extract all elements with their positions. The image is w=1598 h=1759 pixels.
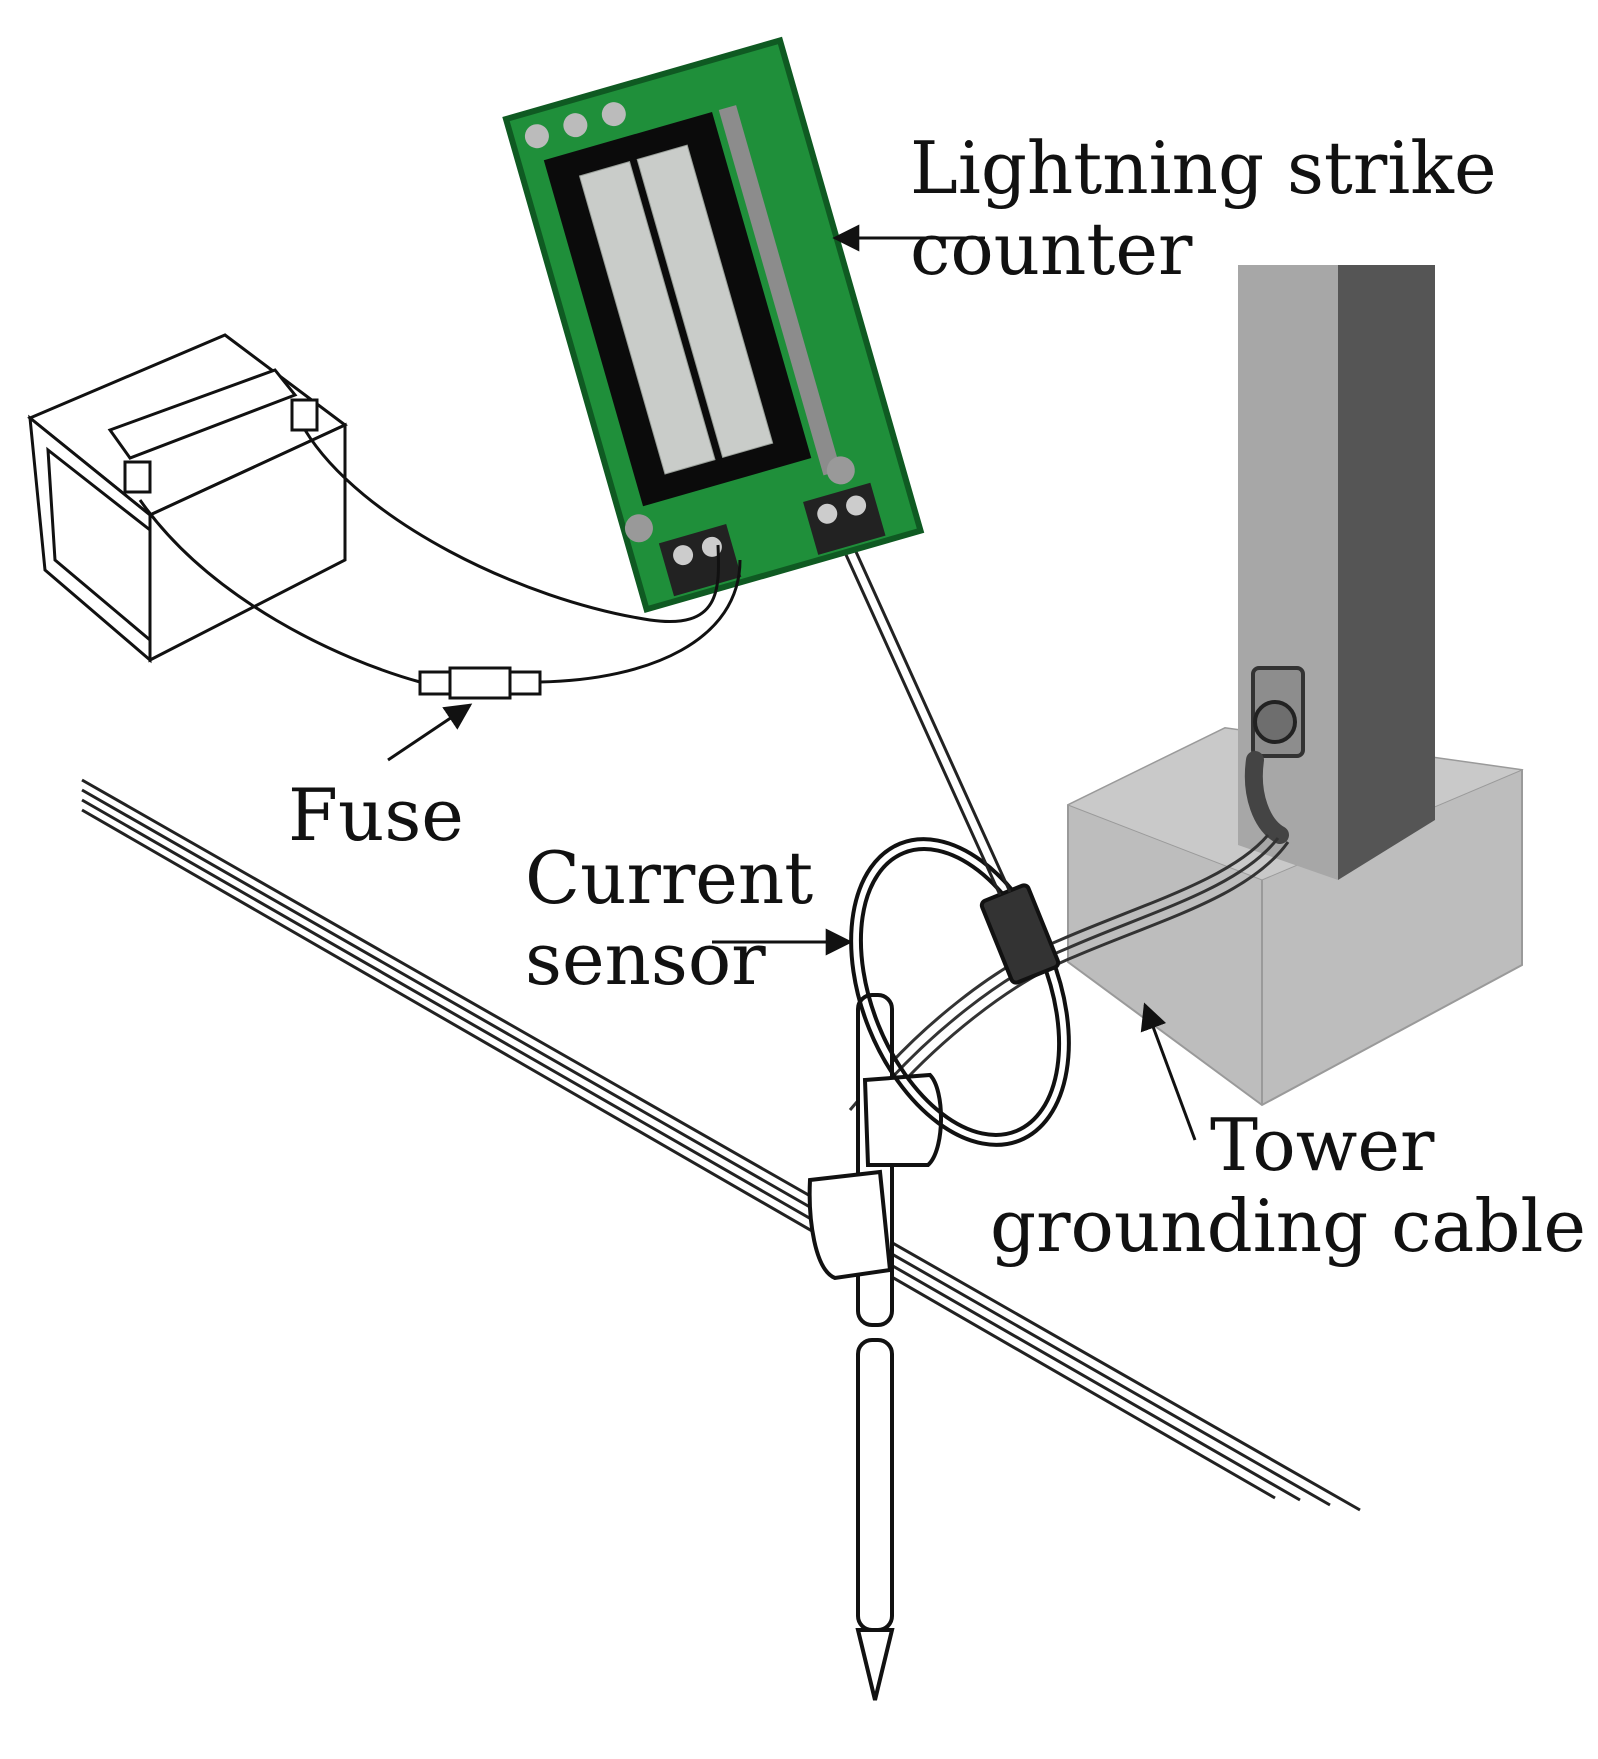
label-line: counter bbox=[910, 206, 1193, 291]
current-sensor-ring bbox=[849, 837, 1071, 1147]
signal-cable bbox=[826, 511, 1012, 896]
ground-rod bbox=[807, 993, 943, 1701]
callout-arrows bbox=[387, 224, 1197, 1141]
fuse-icon bbox=[418, 666, 542, 700]
ground-conductor bbox=[81, 778, 1361, 1512]
label-line: Tower bbox=[1210, 1103, 1435, 1187]
battery-icon bbox=[27, 333, 348, 664]
fuse-arrow bbox=[387, 703, 473, 762]
lightning-counter-board bbox=[502, 36, 925, 614]
tower-post bbox=[1066, 265, 1524, 1107]
label-lightning-strike-counter: Lightning strike counter bbox=[910, 128, 1497, 289]
label-fuse: Fuse bbox=[288, 773, 464, 857]
label-line: grounding cable bbox=[990, 1183, 1587, 1268]
power-wiring bbox=[138, 429, 742, 684]
label-tower-grounding-cable: Tower grounding cable bbox=[990, 1105, 1586, 1266]
label-current-sensor: Current sensor bbox=[525, 838, 813, 999]
cable-arrow bbox=[1140, 1002, 1197, 1141]
label-line: sensor bbox=[525, 916, 766, 1001]
tower-grounding-cable bbox=[848, 834, 1290, 1127]
label-line: Lightning strike bbox=[910, 126, 1497, 210]
label-line: Current bbox=[525, 836, 814, 920]
